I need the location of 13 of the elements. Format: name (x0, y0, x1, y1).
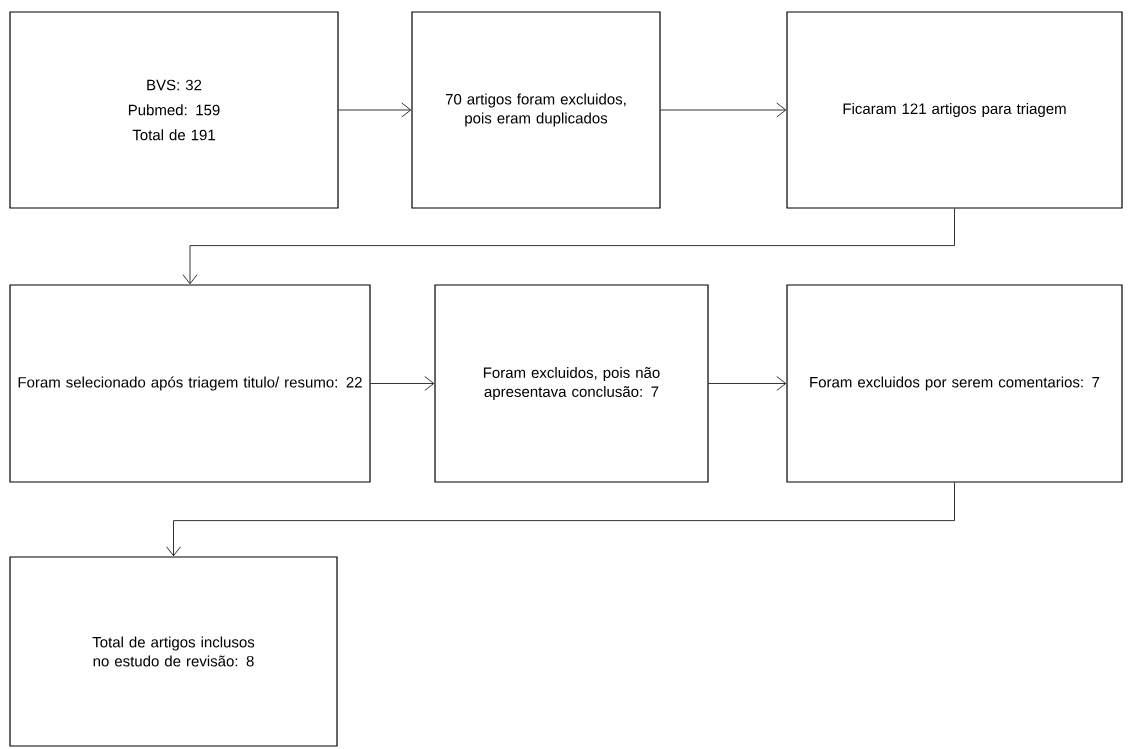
process-box: BVS: 32 Pubmed: 159 Total de 191 (9, 11, 339, 209)
arrow (708, 376, 787, 391)
arrow (660, 102, 787, 118)
arrow (182, 208, 955, 285)
process-box: 70 artigos foram excluidos, pois eram duplicados (411, 11, 661, 209)
process-box: Total de artigos inclusos no estudo de revisão: 8 (9, 556, 338, 747)
process-box: Foram excluidos, pois não apresentava conclusão: 7 (434, 284, 709, 483)
process-box: Foram selecionado após triagem titulo/ resumo: 22 (9, 284, 371, 483)
arrow (338, 102, 412, 118)
process-box: Ficaram 121 artigos para triagem (786, 11, 1123, 209)
arrow (370, 376, 435, 391)
process-box: Foram excluidos por serem comentarios: 7 (786, 284, 1123, 483)
arrow (166, 482, 955, 557)
